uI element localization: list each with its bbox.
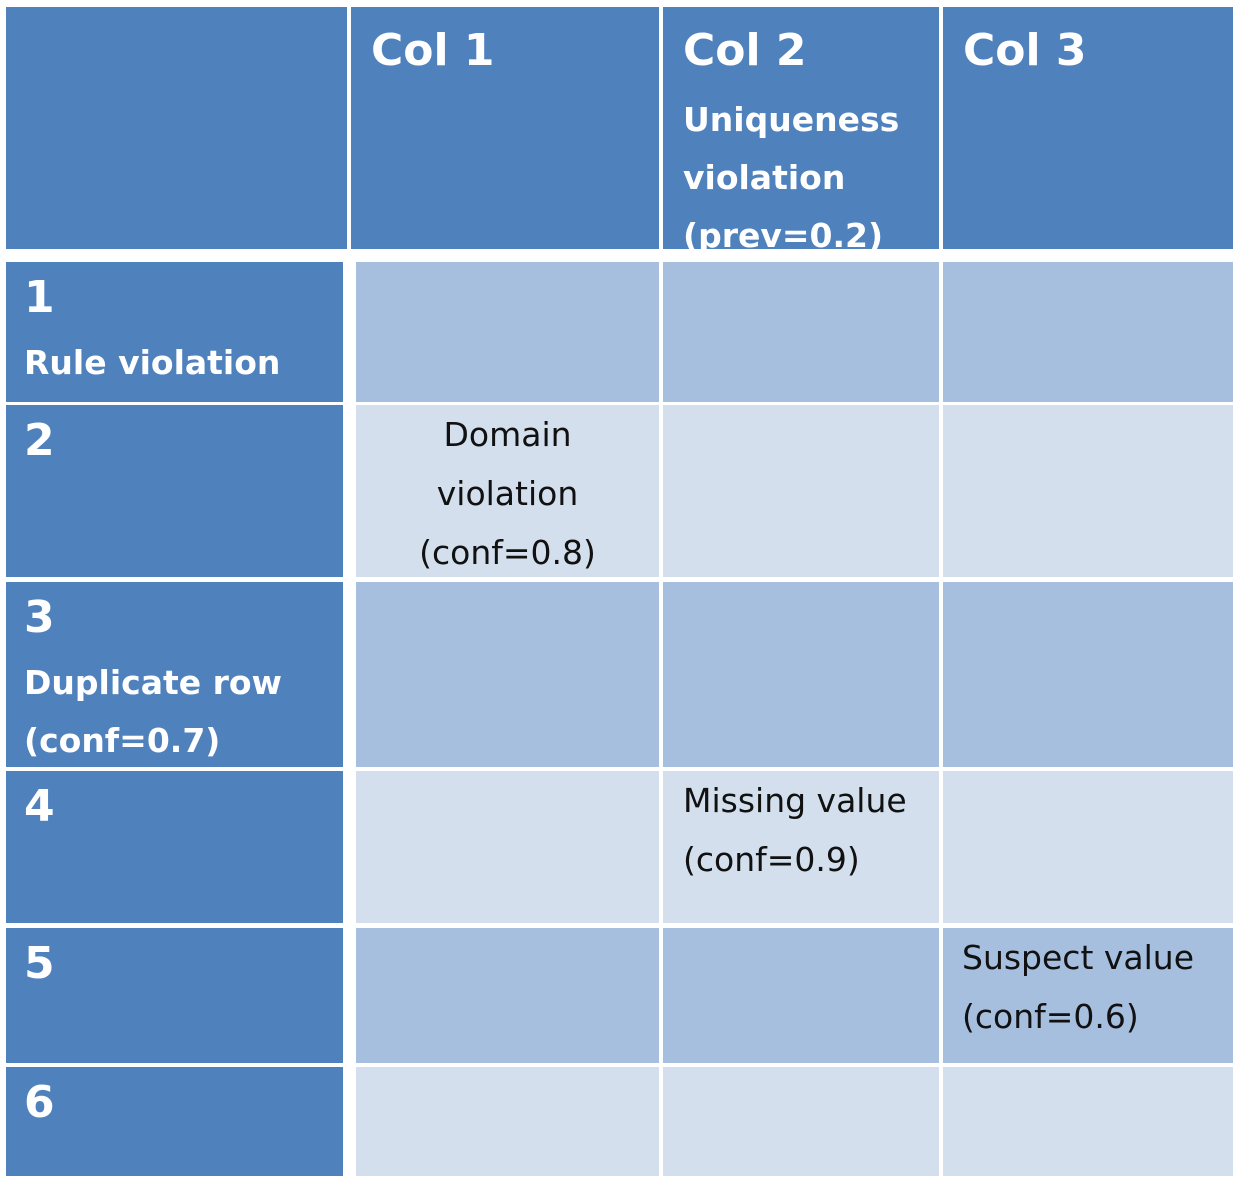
column-header-1: Col 1: [351, 7, 659, 249]
row-header-annotation: Rule violation: [24, 343, 281, 382]
table-cell-r2-c3: [943, 405, 1233, 577]
row-header-label: 1: [24, 272, 55, 323]
table-cell-r3-c2: [663, 582, 939, 767]
cell-annotation: Missing value (conf=0.9): [683, 781, 907, 879]
table-cell-r3-c1: [356, 582, 659, 767]
row-header-2: 2: [6, 405, 343, 577]
table-cell-r6-c1: [356, 1067, 659, 1176]
table-cell-r2-c2: [663, 405, 939, 577]
table-cell-r3-c3: [943, 582, 1233, 767]
cell-annotation: Suspect value (conf=0.6): [962, 938, 1195, 1036]
column-header-annotation: Uniqueness violation (prev=0.2): [683, 100, 900, 255]
table-cell-r5-c2: [663, 928, 939, 1063]
row-header-label: 3: [24, 592, 55, 643]
table-cell-r1-c2: [663, 262, 939, 402]
table-cell-r2-c1: Domain violation (conf=0.8): [356, 405, 659, 577]
column-header-label: Col 3: [963, 25, 1087, 76]
cell-annotation: Domain violation (conf=0.8): [419, 415, 596, 572]
table-cell-r4-c3: [943, 771, 1233, 923]
row-header-6: 6: [6, 1067, 343, 1176]
row-header-label: 6: [24, 1077, 55, 1128]
column-header-3: Col 3: [943, 7, 1233, 249]
table-cell-r6-c3: [943, 1067, 1233, 1176]
table-cell-r4-c1: [356, 771, 659, 923]
row-header-annotation: Duplicate row (conf=0.7): [24, 663, 283, 760]
table-cell-r5-c1: [356, 928, 659, 1063]
row-header-label: 2: [24, 415, 55, 466]
row-header-1: 1 Rule violation: [6, 262, 343, 402]
table-cell-r1-c3: [943, 262, 1233, 402]
table-cell-r1-c1: [356, 262, 659, 402]
column-header-2: Col 2 Uniqueness violation (prev=0.2): [663, 7, 939, 255]
table-cell-r6-c2: [663, 1067, 939, 1176]
table-cell-r4-c2: Missing value (conf=0.9): [663, 771, 939, 923]
row-header-3: 3 Duplicate row (conf=0.7): [6, 582, 343, 767]
row-header-5: 5: [6, 928, 343, 1063]
column-header-label: Col 1: [371, 25, 495, 76]
row-header-4: 4: [6, 771, 343, 923]
table-cell-r5-c3: Suspect value (conf=0.6): [943, 928, 1233, 1063]
row-header-label: 4: [24, 781, 55, 832]
corner-cell: [6, 7, 347, 249]
column-header-label: Col 2: [683, 25, 807, 76]
row-header-label: 5: [24, 938, 55, 989]
